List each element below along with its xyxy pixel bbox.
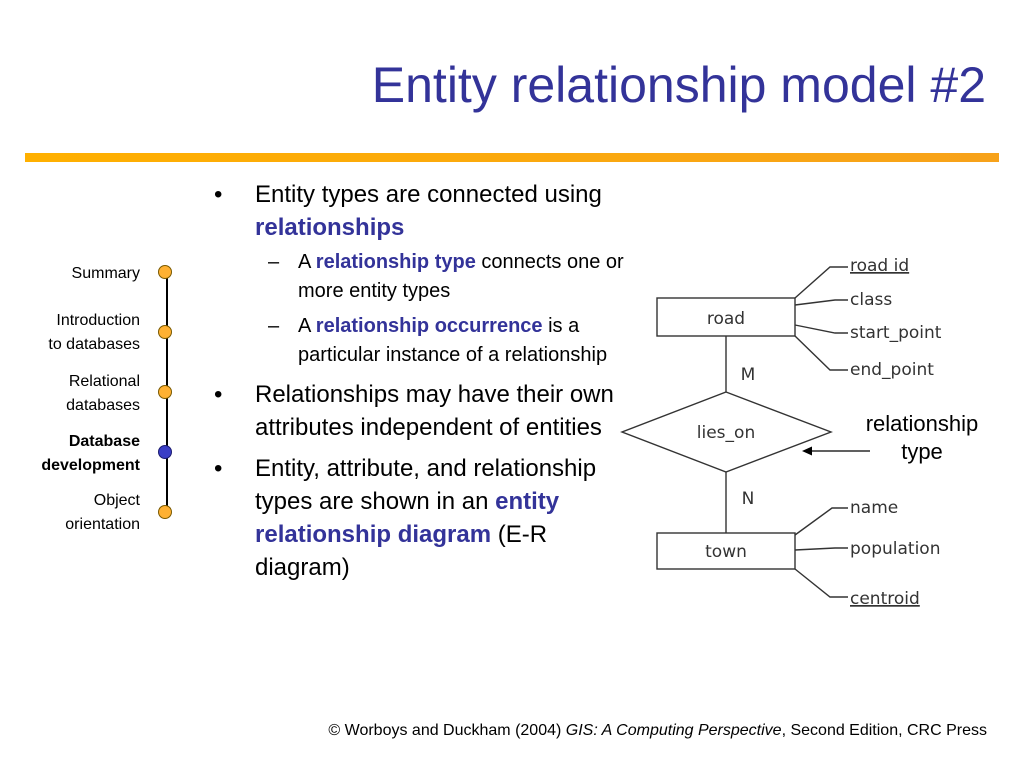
nav-item-relational[interactable]: Relational databases bbox=[66, 370, 140, 418]
title-underline bbox=[25, 153, 999, 162]
bullet-text: Entity types are connected using bbox=[255, 181, 602, 208]
entity-road-box bbox=[656, 297, 796, 337]
nav-label: Relational bbox=[68, 373, 140, 390]
er-diagram: road lies_on M N town road id class star… bbox=[620, 256, 942, 609]
attr-population: population bbox=[850, 539, 940, 559]
sub-bullet-item: – A relationship type connects one or mo… bbox=[214, 248, 634, 306]
nav-label: development bbox=[41, 457, 140, 474]
slide-title: Entity relationship model #2 bbox=[371, 57, 986, 113]
bullet-emphasis: relationships bbox=[255, 214, 405, 241]
attr-connector bbox=[794, 299, 848, 306]
nav-label: databases bbox=[66, 397, 140, 414]
sub-bullet-emphasis: relationship type bbox=[315, 251, 476, 273]
bullet-item: • Relationships may have their own attri… bbox=[214, 378, 634, 444]
bullet-item: • Entity types are connected using relat… bbox=[214, 178, 634, 244]
entity-town-label: town bbox=[705, 542, 747, 562]
citation-text: , Second Edition, CRC Press bbox=[781, 722, 987, 739]
cardinality-bottom: N bbox=[742, 489, 755, 509]
attr-centroid: centroid bbox=[850, 589, 920, 609]
bullet-text: Entity, attribute, and relationship type… bbox=[255, 455, 597, 515]
nav-item-database-development[interactable]: Database development bbox=[41, 430, 140, 478]
nav-label: Database bbox=[68, 433, 140, 450]
attr-connector bbox=[794, 335, 848, 371]
attr-connector bbox=[794, 266, 848, 299]
annotation-arrow bbox=[802, 446, 870, 456]
attr-start-point: start_point bbox=[850, 323, 942, 343]
sub-bullet-text: is a particular instance of a relationsh… bbox=[298, 315, 608, 366]
attr-connector bbox=[794, 507, 848, 536]
citation-footer: © Worboys and Duckham (2004) GIS: A Comp… bbox=[328, 722, 987, 740]
nav-dot-database-development[interactable] bbox=[158, 445, 172, 459]
nav-label: to databases bbox=[48, 336, 140, 353]
sub-bullet-text: A bbox=[298, 315, 316, 337]
attr-class: class bbox=[850, 290, 892, 310]
dash-mark: – bbox=[268, 251, 280, 273]
annotation-line: relationship bbox=[865, 411, 979, 436]
bullet-mark: • bbox=[214, 381, 223, 408]
sub-bullet-emphasis: relationship occurrence bbox=[315, 315, 543, 337]
copyright-symbol: © bbox=[328, 722, 341, 739]
nav-item-introduction[interactable]: Introduction to databases bbox=[48, 309, 140, 357]
attr-road-id: road id bbox=[850, 256, 909, 276]
nav-dot-introduction[interactable] bbox=[158, 325, 172, 339]
attr-name: name bbox=[850, 498, 898, 518]
nav-dot-relational[interactable] bbox=[158, 385, 172, 399]
nav-label: Summary bbox=[71, 265, 140, 282]
entity-road-label: road bbox=[707, 309, 745, 329]
cardinality-top: M bbox=[741, 365, 756, 385]
citation-text: Worboys and Duckham (2004) bbox=[340, 722, 566, 739]
annotation-line: type bbox=[901, 439, 943, 464]
bullet-text: (E-R diagram) bbox=[255, 521, 548, 581]
sub-bullet-text: connects one or more entity types bbox=[298, 251, 624, 302]
bullet-list: • Entity types are connected using relat… bbox=[214, 178, 634, 586]
attr-connector bbox=[794, 568, 848, 598]
bullet-item: • Entity, attribute, and relationship ty… bbox=[214, 452, 634, 584]
attr-connector bbox=[794, 324, 848, 334]
nav-item-object-orientation[interactable]: Object orientation bbox=[65, 489, 140, 537]
nav-item-summary[interactable]: Summary bbox=[72, 262, 140, 286]
bullet-mark: • bbox=[214, 181, 223, 208]
sub-bullet-list: – A relationship type connects one or mo… bbox=[214, 248, 634, 370]
nav-dot-object-orientation[interactable] bbox=[158, 505, 172, 519]
nav-dot-summary[interactable] bbox=[158, 265, 172, 279]
nav-label: Object bbox=[93, 492, 140, 509]
attr-connector bbox=[794, 547, 848, 551]
book-title: GIS: A Computing Perspective bbox=[565, 722, 782, 739]
sub-bullet-text: A bbox=[298, 251, 316, 273]
sub-bullet-item: – A relationship occurrence is a particu… bbox=[214, 312, 634, 370]
nav-label: Introduction bbox=[56, 312, 140, 329]
relationship-label: lies_on bbox=[697, 423, 755, 443]
nav-label: orientation bbox=[65, 516, 140, 533]
entity-town-box bbox=[656, 532, 796, 570]
bullet-emphasis: entity relationship diagram bbox=[255, 488, 560, 548]
bullet-mark: • bbox=[214, 455, 223, 482]
attr-end-point: end_point bbox=[850, 360, 934, 380]
annotation-label: relationship type bbox=[852, 410, 992, 466]
bullet-text: Relationships may have their own attribu… bbox=[255, 381, 614, 441]
dash-mark: – bbox=[268, 315, 280, 337]
